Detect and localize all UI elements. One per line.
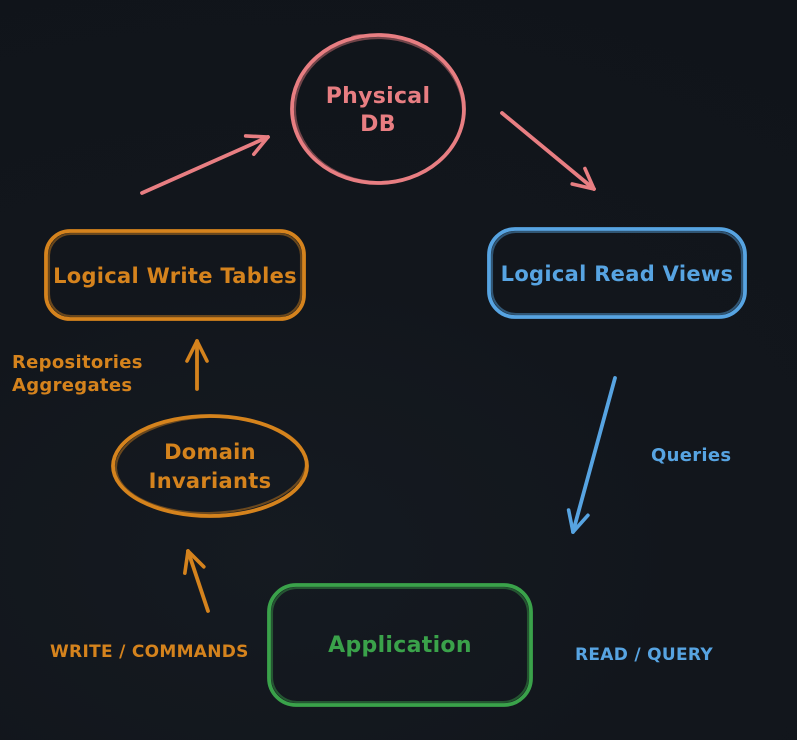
write-commands-label: WRITE / COMMANDS [50, 642, 249, 662]
physical-db-node [290, 33, 466, 185]
sketch-overlap-stroke [350, 34, 367, 39]
application-label: Application [328, 633, 472, 658]
arrow-application-to-invariants [183, 549, 210, 613]
domain-invariants-label-line1: Domain [164, 440, 256, 464]
repositories-label-line1: Repositories [12, 352, 143, 373]
queries-label: Queries [651, 445, 731, 466]
domain-invariants-label-line2: Invariants [149, 469, 272, 493]
arrow-physical-db-to-read-views [500, 111, 596, 191]
write-tables-node [44, 229, 306, 321]
edges-layer [140, 111, 617, 613]
physical-db-label-line2: DB [360, 112, 396, 137]
repositories-label-line2: Aggregates [12, 375, 132, 396]
read-query-label: READ / QUERY [575, 645, 713, 665]
physical-db-label-line1: Physical [326, 84, 431, 109]
read-views-label: Logical Read Views [501, 262, 734, 286]
arrow-read-views-to-application [566, 376, 617, 534]
application-node [267, 583, 533, 707]
arrow-write-tables-to-physical-db [140, 134, 270, 195]
write-tables-label: Logical Write Tables [53, 264, 297, 288]
read-views-node [487, 227, 747, 319]
domain-invariants-node [111, 414, 309, 518]
